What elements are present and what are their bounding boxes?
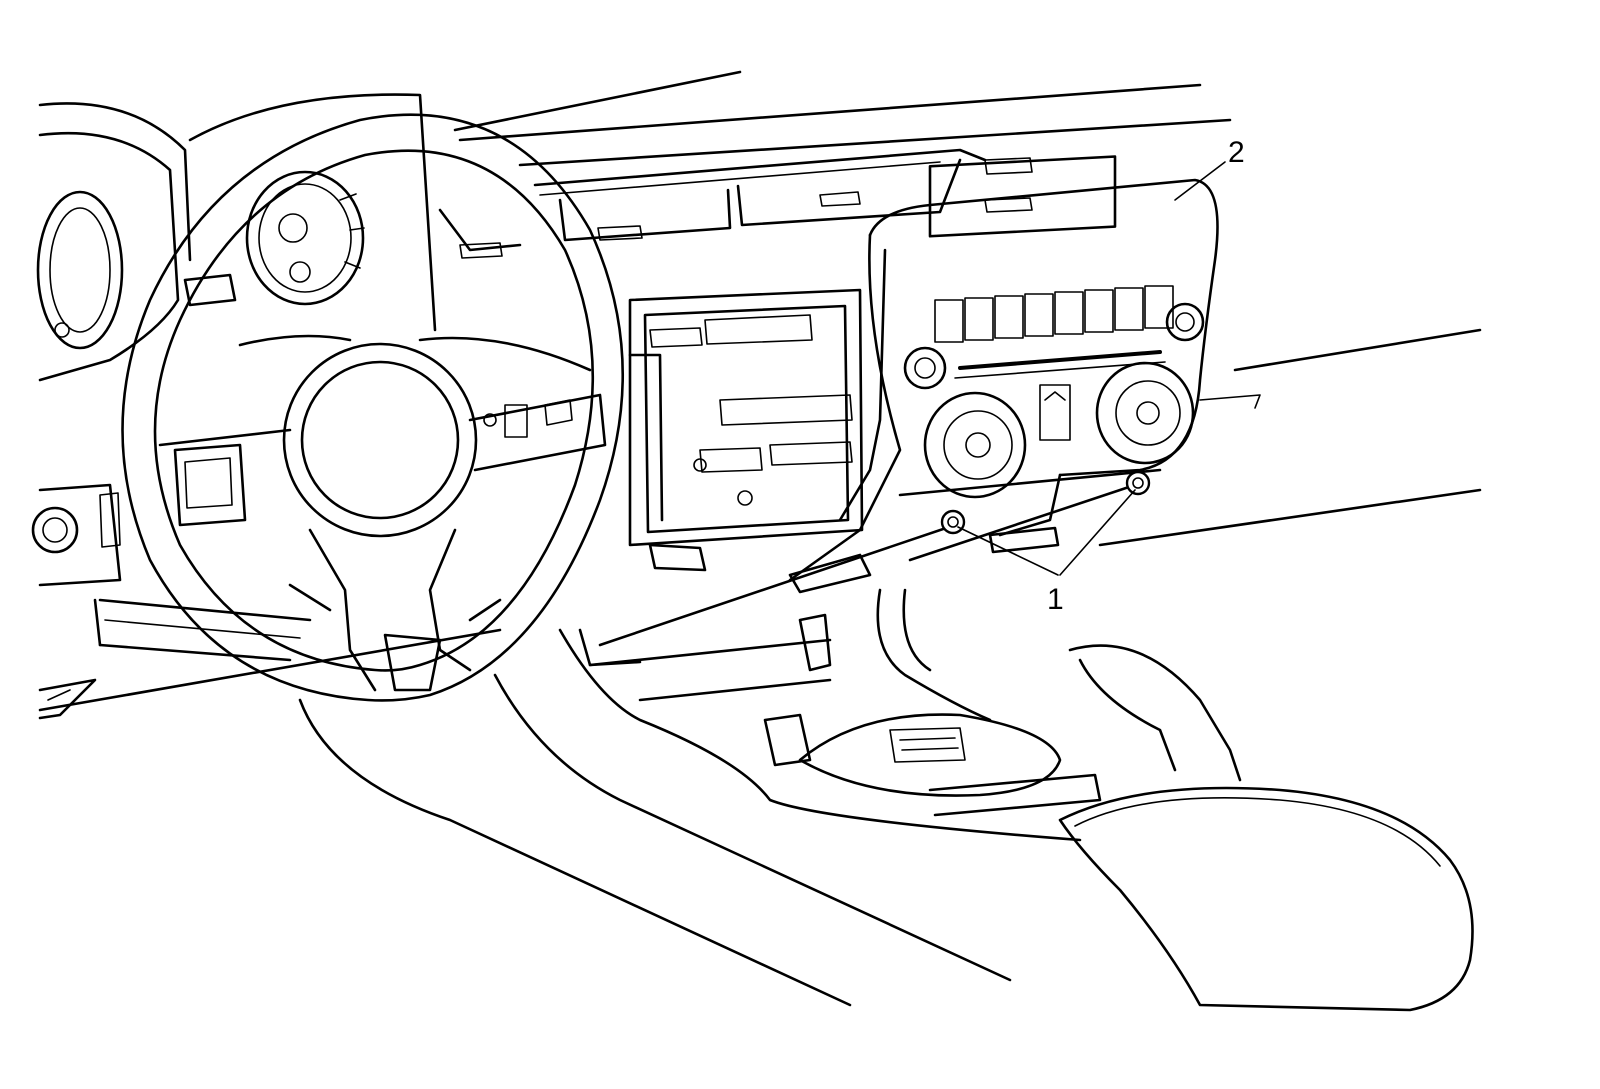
- speedometer-gauge: [245, 170, 365, 306]
- callout-1-label: 1: [1047, 583, 1064, 616]
- upper-dashboard: [438, 70, 1232, 259]
- radio-control-bezel: [788, 155, 1261, 582]
- preset-buttons: [934, 285, 1174, 343]
- power-knob: [903, 346, 947, 390]
- cd-slot: [958, 350, 1162, 370]
- fastener-2-tool-line: [908, 483, 1137, 562]
- fastener-2-head: [1125, 470, 1151, 496]
- fastener-1-head: [940, 509, 966, 535]
- callout-1: 1: [957, 489, 1136, 616]
- hvac-right-knob: [1095, 361, 1195, 465]
- hvac-left-knob: [923, 391, 1027, 499]
- callout-1-leader-b: [1059, 489, 1136, 576]
- steering-wheel-hub: [282, 342, 478, 538]
- callout-2: 2: [1174, 136, 1245, 201]
- instrument-cluster: [31, 93, 437, 720]
- radio-opening: [628, 288, 864, 572]
- fasteners: [598, 470, 1151, 647]
- callout-2-leader: [1174, 161, 1226, 201]
- fastener-1-tool-line: [598, 523, 957, 647]
- armrest: [1058, 786, 1474, 1012]
- tune-knob: [1165, 302, 1205, 342]
- callout-1-leader-a: [957, 526, 1059, 576]
- center-console: [298, 328, 1482, 1012]
- gear-shifter: [798, 713, 1062, 797]
- tachometer-gauge: [36, 190, 124, 350]
- callout-2-label: 2: [1228, 136, 1245, 169]
- steering-wheel: [121, 113, 624, 702]
- radio-display: [928, 155, 1117, 238]
